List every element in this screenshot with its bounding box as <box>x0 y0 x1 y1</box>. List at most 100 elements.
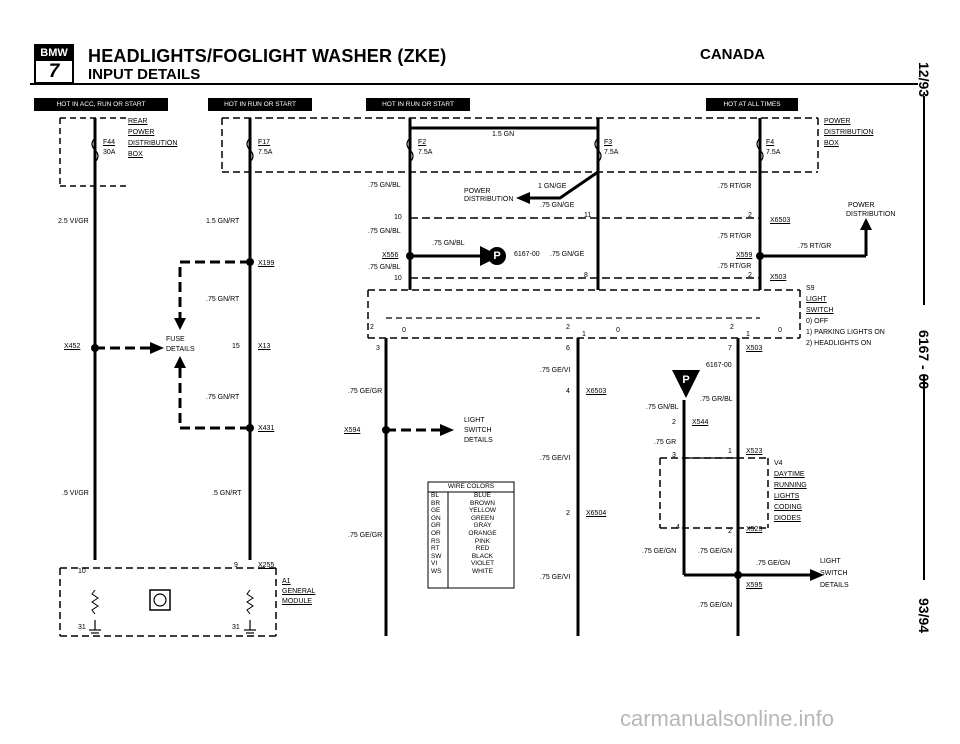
pin-label: 2 <box>728 528 732 535</box>
pin-label: 2 <box>748 212 752 219</box>
wire-label: .75 RT/GR <box>718 263 752 270</box>
wire-label: 1.5 GN <box>492 131 515 138</box>
pin-label: 10 <box>394 214 402 221</box>
power-bar-hot-at-all-times: HOT AT ALL TIMES <box>706 98 798 111</box>
v4-l2: DAYTIME <box>774 471 805 478</box>
wire-label: .75 GN/GE <box>550 251 585 258</box>
p-reference-circle: P <box>488 247 506 265</box>
wire-label: .75 GN/RT <box>206 296 240 303</box>
fuse-details-l1: FUSE <box>166 336 185 343</box>
connector-label: X431 <box>258 425 275 432</box>
pin-label: 1 <box>746 331 750 338</box>
p-reference-triangle-label: P <box>682 374 690 386</box>
wire-label: .75 GE/GN <box>756 560 791 567</box>
connector-label: X13 <box>258 343 271 350</box>
connector-label: X594 <box>344 427 361 434</box>
connector-label: X556 <box>382 252 399 259</box>
watermark: carmanualsonline.info <box>620 706 835 731</box>
rear-box-l3: DISTRIBUTION <box>128 140 178 147</box>
pin-label: 2 <box>566 324 570 331</box>
page-subtitle: INPUT DETAILS <box>88 66 201 83</box>
connector-label: X523 <box>746 526 763 533</box>
pin-label: 11 <box>584 212 592 219</box>
pin-label: 1 <box>728 448 732 455</box>
connector-label: X255 <box>258 562 275 569</box>
wire-label: 1.5 GN/RT <box>206 218 240 225</box>
pin-label: 2 <box>672 419 676 426</box>
pin-label: 0 <box>616 327 620 334</box>
front-box-l2: DISTRIBUTION <box>824 129 874 136</box>
pin-label: 0 <box>402 327 406 334</box>
fuse-f2-rating: 7.5A <box>418 149 433 156</box>
pin-label: 3 <box>672 452 676 459</box>
logo-bottom-text: 7 <box>48 61 60 82</box>
wire-label: .5 VI/GR <box>62 490 89 497</box>
connector-label: X523 <box>746 448 763 455</box>
wire-label: .75 GN/BL <box>432 240 465 247</box>
wire-color-name: PINK <box>474 537 491 545</box>
light-switch-l3: DETAILS <box>464 437 493 444</box>
power-bar-acc-run-start: HOT IN ACC, RUN OR START <box>34 98 168 111</box>
pin-label: 3 <box>376 345 380 352</box>
light-switch-l1: LIGHT <box>464 417 485 424</box>
switch-s9-l5: 1) PARKING LIGHTS ON <box>806 329 885 336</box>
power-dist-l1: POWER <box>464 188 491 195</box>
pin-label: 0 <box>778 327 782 334</box>
pin-label: 2 <box>566 510 570 517</box>
light-switch-r1: LIGHT <box>820 558 841 565</box>
v4-l3: RUNNING <box>774 482 807 489</box>
p-reference-label: 6167-00 <box>514 251 540 258</box>
wire-label: .75 GR/BL <box>700 396 733 403</box>
wire-label: .75 GE/VI <box>540 574 571 581</box>
v4-l6: DIODES <box>774 515 801 522</box>
light-switch-l2: SWITCH <box>464 427 492 434</box>
power-bar-run-start-1: HOT IN RUN OR START <box>208 98 312 111</box>
fuse-f17-rating: 7.5A <box>258 149 273 156</box>
power-dist-l2: DISTRIBUTION <box>464 196 514 203</box>
wire-label: .75 GN/BL <box>368 182 401 189</box>
wire-color-name: VIOLET <box>470 560 495 568</box>
p-reference-label-2: 6167-00 <box>706 362 732 369</box>
fuse-f4-name: F4 <box>766 139 775 146</box>
wire-label: .75 RT/GR <box>798 243 832 250</box>
wire-label: .75 GE/GN <box>642 548 677 555</box>
connector-label: X595 <box>746 582 763 589</box>
wire-label: .75 GN/BL <box>368 228 401 235</box>
power-dist-r1: POWER <box>848 202 875 209</box>
fuse-f3-rating: 7.5A <box>604 149 619 156</box>
wire-label: .75 GN/BL <box>646 404 679 411</box>
wire-label: 1 GN/GE <box>538 183 567 190</box>
general-module-l1: A1 <box>282 578 291 585</box>
fuse-details-l2: DETAILS <box>166 346 195 353</box>
wire-color-code: GE <box>431 507 441 515</box>
front-box-l1: POWER <box>824 118 851 125</box>
pin-label: 9 <box>234 562 238 569</box>
pin-label: 2 <box>730 324 734 331</box>
wire-color-name: ORANGE <box>468 529 497 537</box>
light-switch-r2: SWITCH <box>820 570 848 577</box>
wire-color-name: BLACK <box>471 552 494 560</box>
general-module-l2: GENERAL <box>282 588 316 595</box>
connector-label: X503 <box>746 345 763 352</box>
general-module-l3: MODULE <box>282 598 312 605</box>
pin-label: 15 <box>232 343 240 350</box>
wire-color-code: RT <box>431 545 440 553</box>
power-dist-r2: DISTRIBUTION <box>846 211 896 218</box>
connector-label: X452 <box>64 343 81 350</box>
wire-label: .75 GN/GE <box>540 202 575 209</box>
rear-box-l1: REAR <box>128 118 148 125</box>
pin-label: 4 <box>566 388 570 395</box>
wire-label: .75 GE/VI <box>540 367 571 374</box>
fuse-f44-name: F44 <box>103 139 116 146</box>
rear-box-l4: BOX <box>128 151 143 158</box>
